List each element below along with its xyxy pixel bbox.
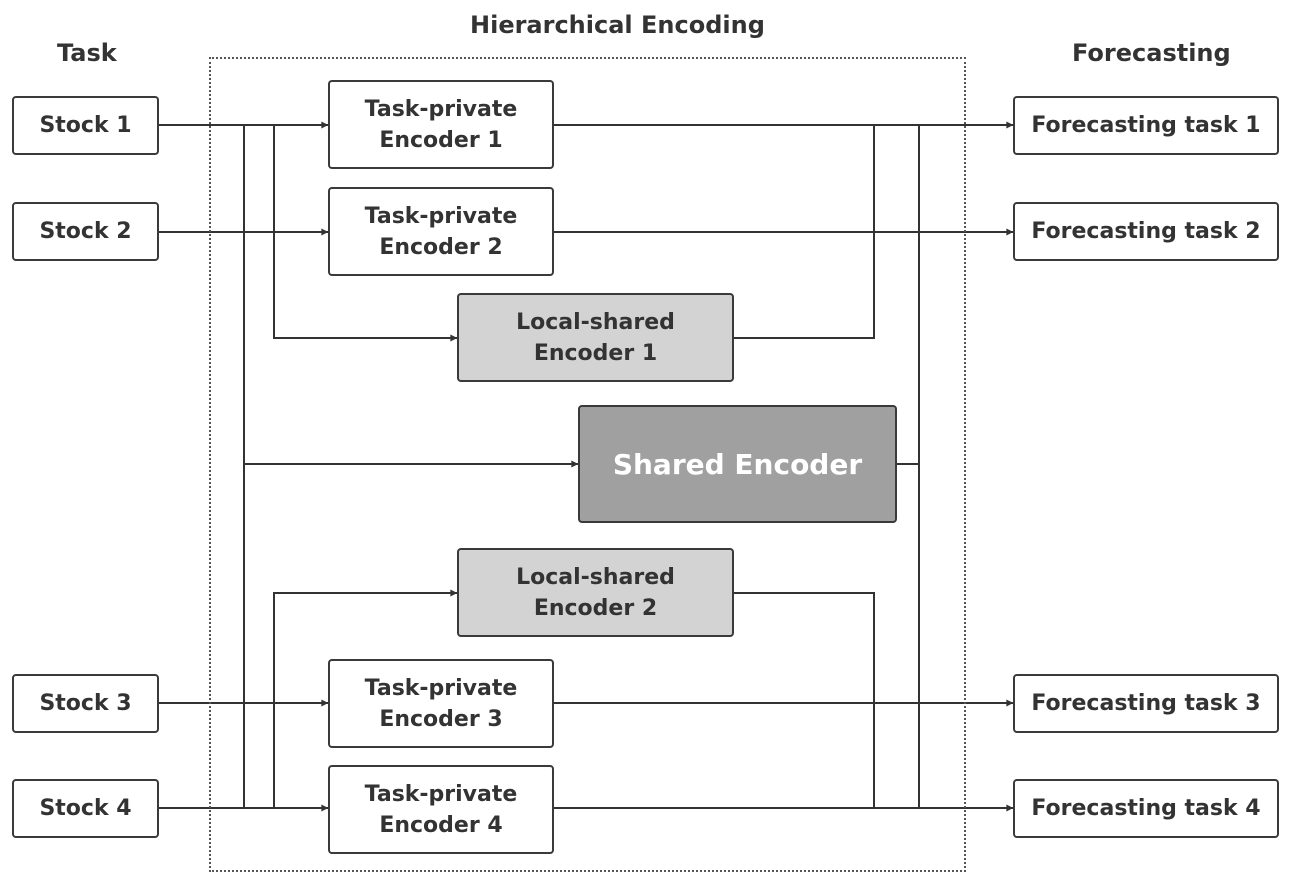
task-private-encoder-4: Task-private Encoder 4 (328, 765, 554, 854)
forecasting-task-2-label: Forecasting task 2 (1031, 219, 1261, 244)
stock-3-box: Stock 3 (12, 674, 159, 733)
local-shared-encoder-2: Local-shared Encoder 2 (457, 548, 734, 637)
stock-4-label: Stock 4 (39, 796, 132, 821)
stock-2-box: Stock 2 (12, 202, 159, 261)
local-shared-encoder-2-line1: Local-shared (516, 564, 675, 590)
stock-2-label: Stock 2 (39, 219, 132, 244)
local-shared-encoder-2-line2: Encoder 2 (533, 595, 658, 621)
stock-1-label: Stock 1 (39, 113, 132, 138)
forecasting-task-1-box: Forecasting task 1 (1013, 96, 1279, 155)
task-private-encoder-3-line1: Task-private (364, 675, 518, 701)
forecasting-task-3-label: Forecasting task 3 (1031, 691, 1261, 716)
forecasting-task-3-box: Forecasting task 3 (1013, 674, 1279, 733)
wire-ls1-out (732, 124, 875, 339)
task-header: Task (57, 39, 117, 67)
task-private-encoder-3: Task-private Encoder 3 (328, 659, 554, 748)
stock-4-box: Stock 4 (12, 779, 159, 838)
shared-encoder: Shared Encoder (578, 405, 897, 523)
task-private-encoder-1: Task-private Encoder 1 (328, 80, 554, 169)
task-private-encoder-4-line1: Task-private (364, 781, 518, 807)
task-private-encoder-2-line1: Task-private (364, 203, 518, 229)
task-private-encoder-2-line2: Encoder 2 (379, 234, 503, 260)
forecasting-task-1-label: Forecasting task 1 (1031, 113, 1261, 138)
forecasting-header: Forecasting (1072, 39, 1231, 67)
forecasting-task-4-box: Forecasting task 4 (1013, 779, 1279, 838)
local-shared-encoder-1-line2: Encoder 1 (533, 340, 658, 366)
stock-3-label: Stock 3 (39, 691, 132, 716)
wire-ls2-out (732, 592, 875, 809)
task-private-encoder-4-line2: Encoder 4 (379, 812, 503, 838)
forecasting-task-4-label: Forecasting task 4 (1031, 796, 1261, 821)
hierarchical-encoding-header: Hierarchical Encoding (470, 11, 765, 39)
stock-1-box: Stock 1 (12, 96, 159, 155)
forecasting-task-2-box: Forecasting task 2 (1013, 202, 1279, 261)
local-shared-encoder-1-line1: Local-shared (516, 309, 675, 335)
task-private-encoder-3-line2: Encoder 3 (379, 706, 503, 732)
hierarchical-encoding-frame (209, 57, 966, 872)
task-private-encoder-1-line1: Task-private (364, 96, 518, 122)
local-shared-encoder-1: Local-shared Encoder 1 (457, 293, 734, 382)
shared-encoder-label: Shared Encoder (612, 447, 863, 481)
task-private-encoder-2: Task-private Encoder 2 (328, 187, 554, 276)
task-private-encoder-1-line2: Encoder 1 (379, 127, 503, 153)
